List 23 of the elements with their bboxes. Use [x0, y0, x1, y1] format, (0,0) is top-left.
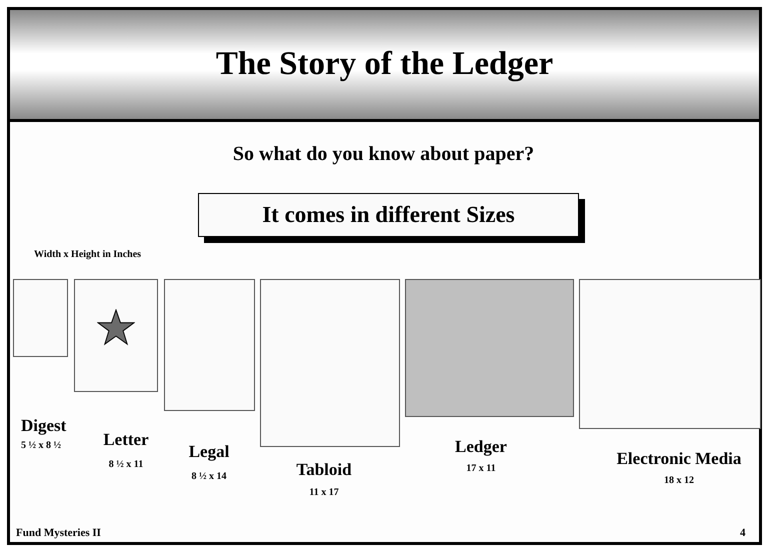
- paper-name: Tabloid: [295, 461, 353, 480]
- page-number: 4: [740, 527, 746, 540]
- paper-sheet: [579, 279, 761, 429]
- paper-size: 17 x 11: [465, 463, 497, 474]
- subtitle: So what do you know about paper?: [232, 143, 536, 165]
- paper-sheet: [13, 279, 68, 357]
- paper-name: Ledger: [454, 438, 508, 457]
- paper-name: Electronic Media: [616, 450, 742, 469]
- paper-size: 11 x 17: [308, 487, 340, 498]
- paper-sheet: [260, 279, 400, 447]
- paper-sheet: [164, 279, 255, 411]
- note: Width x Height in Inches: [34, 249, 142, 260]
- paper-sheet: [405, 279, 574, 417]
- paper-size: 5 ½ x 8 ½: [21, 440, 61, 451]
- paper-size: 18 x 12: [663, 475, 695, 486]
- paper-sheet: [74, 279, 158, 392]
- footer-text: Fund Mysteries II: [16, 527, 101, 540]
- paper-name: Digest: [21, 417, 66, 436]
- slide-title: The Story of the Ledger: [216, 46, 554, 83]
- paper-name: Letter: [102, 431, 150, 450]
- paper-name: Legal: [188, 443, 230, 462]
- paper-size: 8 ½ x 11: [108, 459, 144, 470]
- paper-size: 8 ½ x 14: [190, 471, 228, 482]
